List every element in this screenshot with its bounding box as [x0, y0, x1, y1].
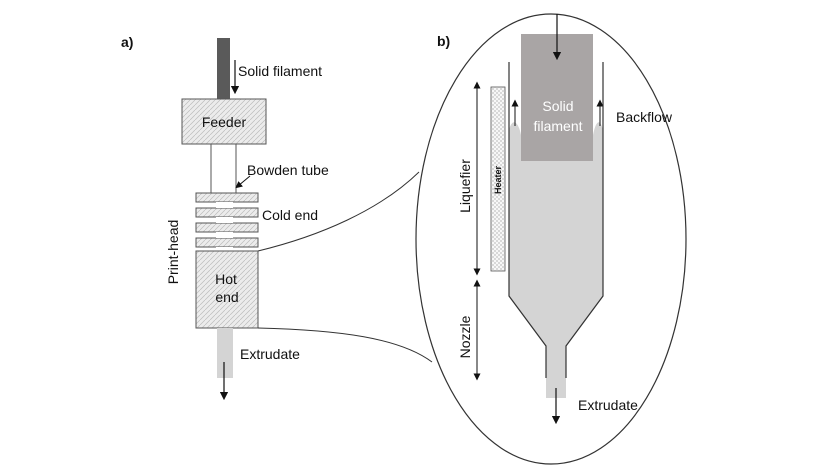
bowden-tube [210, 143, 237, 195]
zoom-ellipse [415, 13, 687, 465]
bowden-tube-label: Bowden tube [247, 162, 329, 178]
hot-end-label-line2: end [215, 289, 238, 305]
print-head-label: Print-head [165, 220, 181, 285]
solid-filament-rod [217, 38, 230, 100]
solid-filament-b-line1: Solid [542, 98, 573, 114]
panel-a-label: a) [121, 34, 133, 50]
liquefier-wall [508, 62, 604, 378]
hot-end-label-line1: Hot [215, 271, 237, 287]
extrudate-a-label: Extrudate [240, 346, 300, 362]
feeder-label: Feeder [202, 114, 247, 130]
melt-region [509, 115, 603, 378]
cold-end-label: Cold end [262, 207, 318, 223]
nozzle-label: Nozzle [457, 315, 473, 358]
liquefier-label: Liquefier [457, 159, 473, 213]
extrudate-a [217, 328, 233, 378]
heater-label: Heater [493, 165, 503, 194]
bowden-tube-pointer [235, 175, 251, 189]
zoom-line-bottom [257, 327, 433, 363]
hot-end-box [195, 250, 259, 329]
heater-block [490, 86, 506, 272]
panel-b-label: b) [437, 33, 450, 49]
extrudate-b-label: Extrudate [578, 397, 638, 413]
backflow-label: Backflow [616, 109, 673, 125]
solid-filament-label: Solid filament [238, 63, 322, 79]
zoom-line-top [257, 171, 420, 252]
solid-filament-b-line2: filament [533, 118, 582, 134]
cold-end-core [216, 202, 233, 251]
